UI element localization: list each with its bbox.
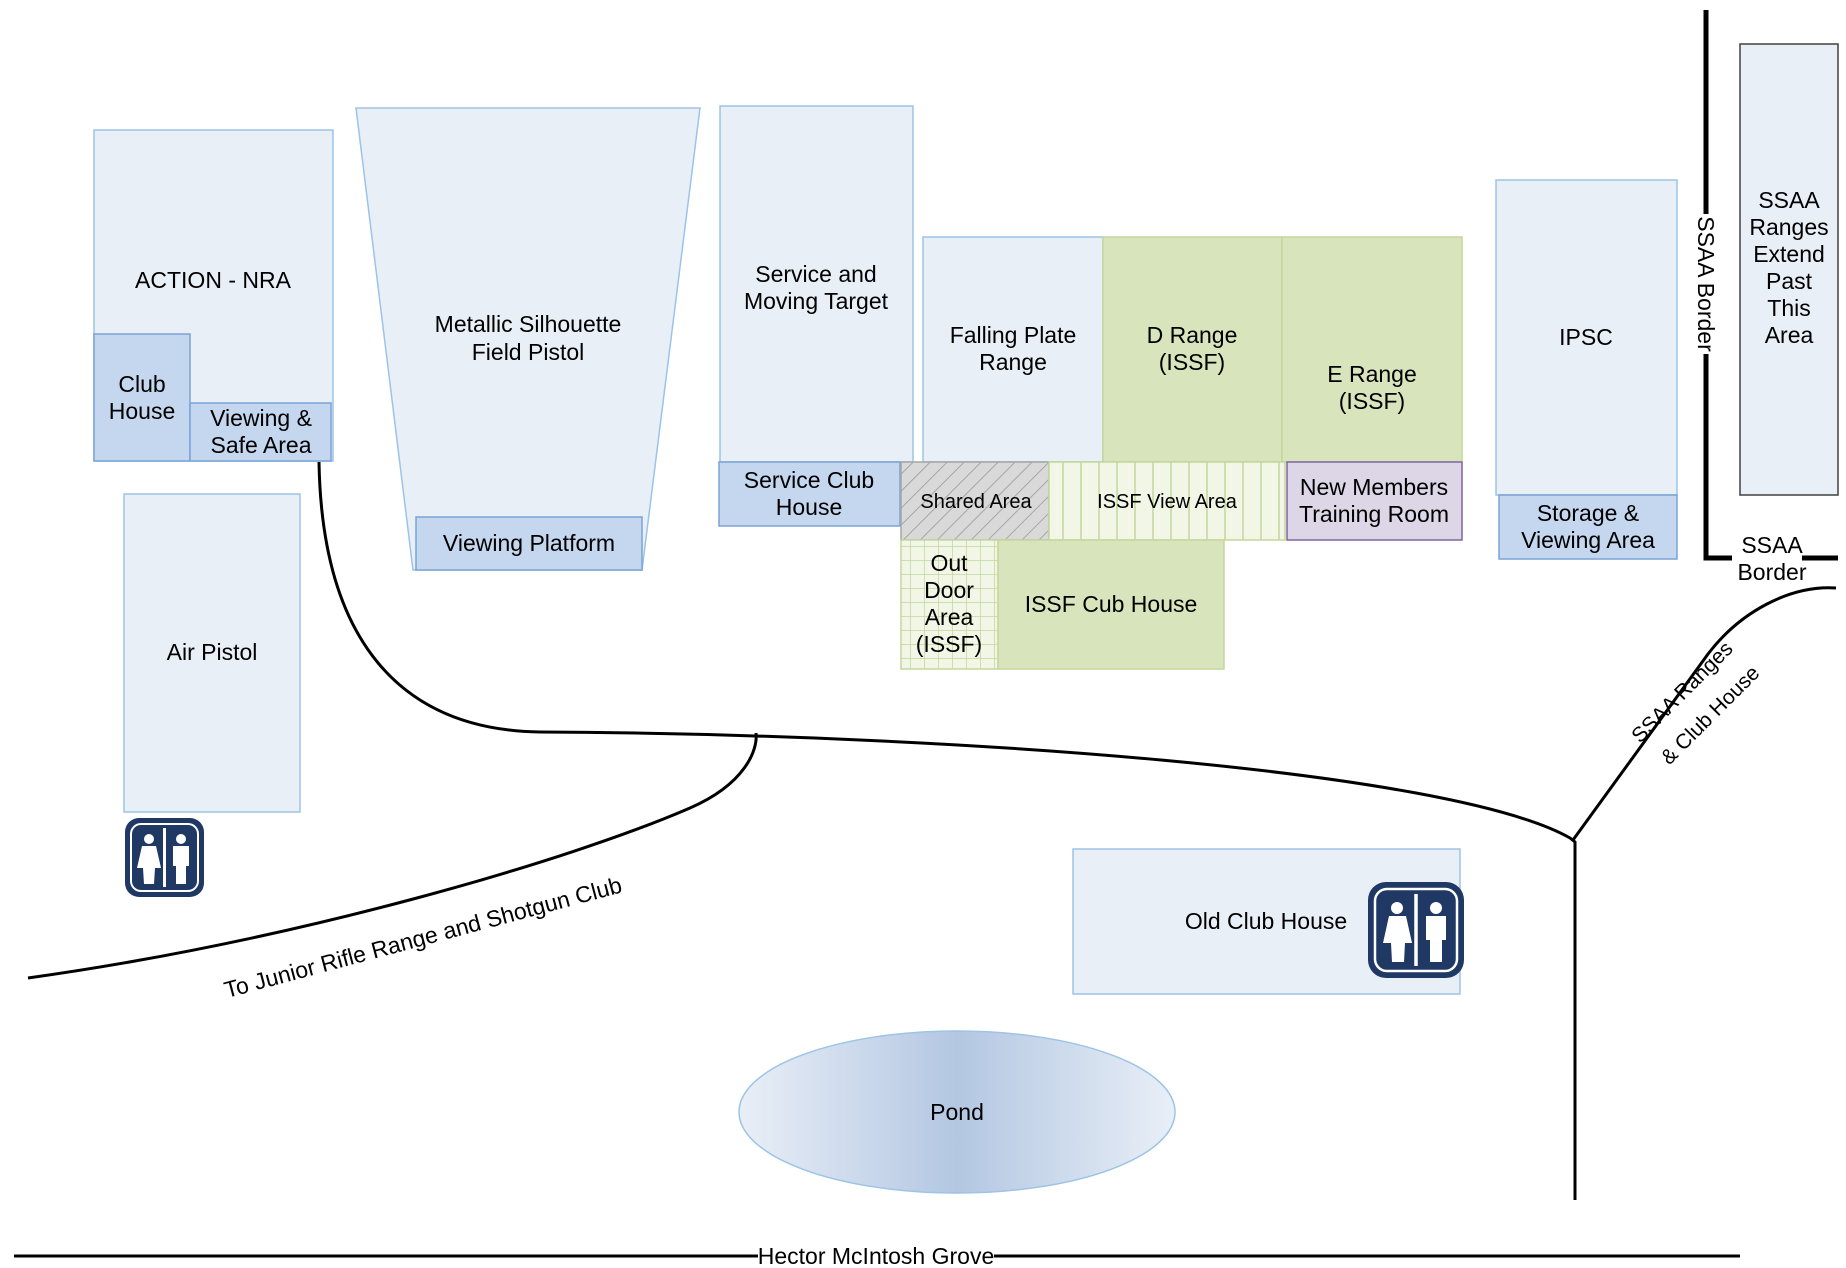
viewing-safe-label-2: Safe Area [210, 432, 311, 458]
e-range-label-1: E Range [1327, 361, 1417, 387]
falling-plate-label-1: Falling Plate [950, 322, 1077, 348]
metallic-label-1: Metallic Silhouette [435, 311, 622, 337]
viewing-safe-label-1: Viewing & [210, 405, 312, 431]
old-club-house-label: Old Club House [1185, 908, 1347, 934]
new-members-label-2: Training Room [1299, 501, 1449, 527]
outdoor-label-3: Area [925, 604, 974, 630]
d-range-label-2: (ISSF) [1159, 349, 1225, 375]
street-label-bg [758, 1240, 994, 1268]
e-range-label-2: (ISSF) [1339, 388, 1405, 414]
service-moving-label-1: Service and [755, 261, 876, 287]
ipsc-range [1495, 179, 1678, 496]
ssaa-extend-label-1: SSAA [1758, 187, 1820, 213]
outdoor-label-2: Door [924, 577, 974, 603]
action-nra-label: ACTION - NRA [135, 267, 292, 293]
ssaa-ranges-block [1739, 43, 1839, 496]
outdoor-area-issf [900, 539, 999, 670]
ssaa-border-label-bg [1693, 214, 1719, 354]
street-label: Hector McIntosh Grove [758, 1243, 994, 1268]
restroom-icon [125, 818, 204, 897]
d-range-label-1: D Range [1147, 322, 1238, 348]
ssaa-ranges-road [1571, 586, 1837, 841]
storage-label-2: Viewing Area [1521, 527, 1655, 553]
air-pistol-area: Air Pistol [123, 493, 301, 813]
air-pistol-range [123, 493, 301, 813]
pond-label: Pond [930, 1099, 984, 1125]
ssaa-extend-label-5: This [1767, 295, 1810, 321]
new-members-training-room [1286, 461, 1463, 541]
service-club-label-1: Service Club [744, 467, 874, 493]
club-house-label-1: Club [118, 371, 165, 397]
junior-road-label: To Junior Rifle Range and Shotgun Club [221, 872, 624, 1003]
issf-view-area [1048, 461, 1286, 541]
ssaa-ranges-area: SSAA Ranges Extend Past This Area [1739, 43, 1839, 496]
issf-view-area-label: ISSF View Area [1097, 491, 1238, 513]
d-range [1102, 236, 1283, 463]
air-pistol-label: Air Pistol [167, 639, 258, 665]
junior-road [27, 732, 758, 980]
viewing-platform [415, 516, 643, 571]
ssaa-border-vertical-label: SSAA Border [1693, 216, 1719, 352]
new-members-label-1: New Members [1300, 474, 1448, 500]
e-range [1281, 236, 1463, 463]
club-house [93, 333, 191, 462]
action-nra-area: ACTION - NRA Club House Viewing & Safe A… [93, 129, 334, 462]
pond [738, 1030, 1176, 1194]
shared-area-label: Shared Area [920, 491, 1032, 513]
issf-club-house [997, 539, 1225, 670]
ssaa-extend-label-3: Extend [1753, 241, 1825, 267]
service-moving-label-2: Moving Target [744, 288, 889, 314]
service-club-label-2: House [776, 494, 842, 520]
service-moving-area: Service and Moving Target Service Club H… [718, 105, 914, 527]
roads [14, 10, 1838, 1258]
service-moving-range [719, 105, 914, 463]
pond-area: Pond [738, 1030, 1176, 1194]
ssaa-border-label-bg-2 [1732, 530, 1802, 586]
ssaa-border-label-2: Border [1737, 559, 1806, 585]
metallic-silhouette-area: Metallic Silhouette Field Pistol Viewing… [355, 107, 701, 571]
outdoor-label-1: Out [930, 550, 968, 576]
outdoor-label-4: (ISSF) [916, 631, 982, 657]
metallic-label-2: Field Pistol [472, 339, 584, 365]
ipsc-label: IPSC [1559, 324, 1613, 350]
ssaa-border-label-1: SSAA [1741, 532, 1803, 558]
service-club-house [718, 461, 901, 527]
ssaa-extend-label-2: Ranges [1749, 214, 1828, 240]
main-road [317, 461, 1577, 1200]
club-house-label-2: House [109, 398, 175, 424]
restroom-icon [1368, 882, 1464, 978]
viewing-platform-label: Viewing Platform [443, 530, 615, 556]
storage-viewing-area [1498, 494, 1678, 560]
viewing-safe-area [189, 402, 332, 462]
issf-club-house-label: ISSF Cub House [1025, 591, 1198, 617]
ipsc-area: IPSC Storage & Viewing Area [1495, 179, 1678, 560]
ssaa-extend-label-6: Area [1765, 322, 1814, 348]
falling-plate-label-2: Range [979, 349, 1047, 375]
storage-label-1: Storage & [1537, 500, 1639, 526]
issf-complex: Falling Plate Range D Range (ISSF) E Ran… [900, 236, 1463, 670]
ssaa-extend-label-4: Past [1766, 268, 1813, 294]
